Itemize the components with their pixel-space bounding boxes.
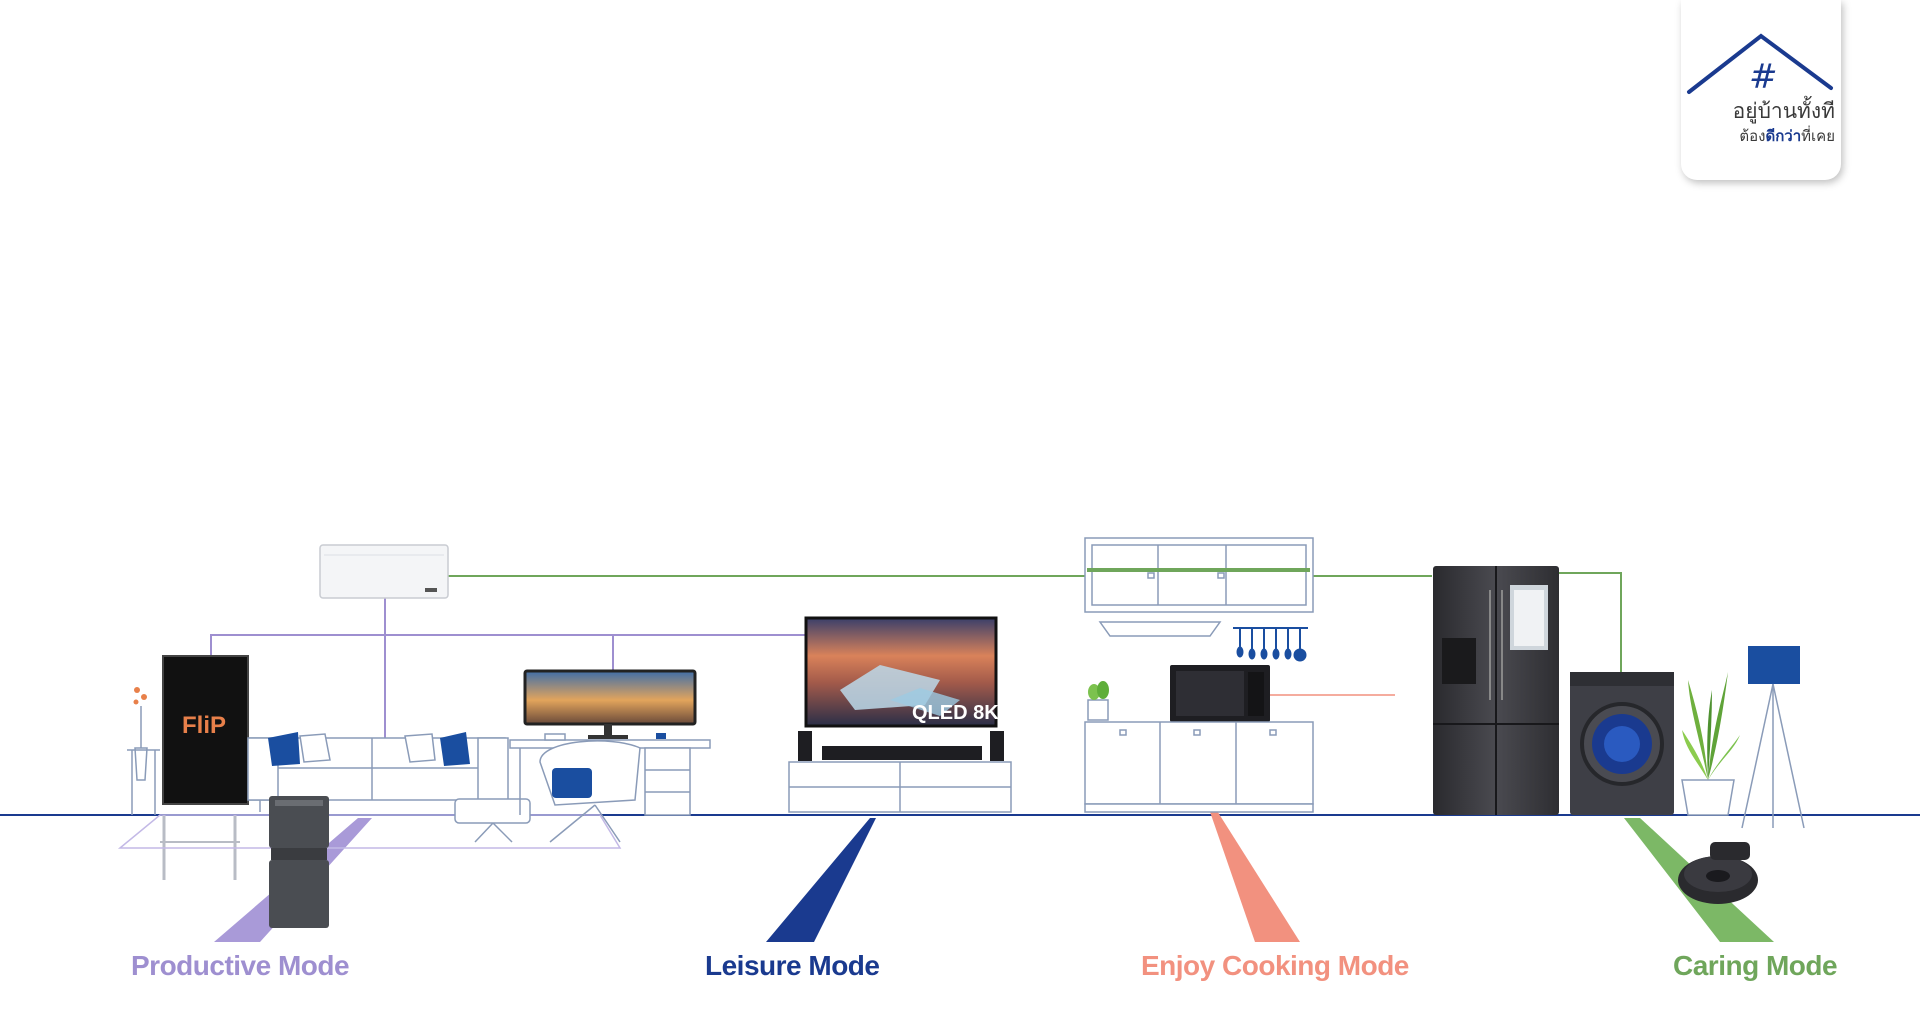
tv-label: QLED 8K xyxy=(912,702,999,724)
hash-symbol: # xyxy=(1749,57,1778,97)
house-roof-icon: # xyxy=(1687,33,1833,97)
productive-mode-label[interactable]: Productive Mode xyxy=(131,950,350,981)
washing-machine xyxy=(1570,672,1674,815)
ottoman xyxy=(454,798,531,843)
wall-cabinet xyxy=(1084,537,1314,637)
badge-line-2-b: ดีกว่า xyxy=(1765,127,1802,145)
air-purifier xyxy=(269,796,329,928)
qled-tv: QLED 8K xyxy=(804,616,999,728)
tv-console xyxy=(788,761,1012,813)
kitchen-counter xyxy=(1084,721,1314,813)
badge-line-2: ต้องดีกว่าที่เคย xyxy=(1695,124,1835,148)
sofa-cushions xyxy=(268,732,470,766)
desk-accent xyxy=(656,733,666,739)
potted-plant-icon xyxy=(1681,672,1740,816)
robot-vacuum xyxy=(1678,842,1758,904)
sofa xyxy=(247,737,509,812)
badge-line-2-a: ต้อง xyxy=(1739,127,1766,145)
herb-plant-icon xyxy=(1087,681,1109,721)
utensils-rack-icon xyxy=(1233,627,1308,662)
soundbar xyxy=(798,731,1004,761)
chair-cushion xyxy=(552,768,592,798)
cooking-mode-beam xyxy=(1208,806,1300,942)
badge-line-2-c: ที่เคย xyxy=(1801,127,1835,145)
leisure-mode-label[interactable]: Leisure Mode xyxy=(705,950,880,981)
purple-connector-lines xyxy=(210,598,805,740)
microwave xyxy=(1170,665,1270,722)
side-table xyxy=(127,706,160,815)
caring-mode-label[interactable]: Caring Mode xyxy=(1673,950,1838,981)
leisure-mode-beam xyxy=(766,818,876,942)
refrigerator xyxy=(1433,566,1559,815)
floor-lamp xyxy=(1741,646,1805,829)
flower-icon xyxy=(133,687,147,705)
campaign-badge: # อยู่บ้านทั้งที ต้องดีกว่าที่เคย xyxy=(1681,0,1841,180)
flip-board: FliP xyxy=(160,655,249,880)
air-conditioner xyxy=(319,544,449,599)
enjoy-cooking-mode-label[interactable]: Enjoy Cooking Mode xyxy=(1141,950,1409,981)
badge-line-1: อยู่บ้านทั้งที xyxy=(1732,99,1835,123)
flip-logo: FliP xyxy=(182,712,226,739)
rug xyxy=(117,814,622,849)
curved-monitor xyxy=(523,669,697,739)
